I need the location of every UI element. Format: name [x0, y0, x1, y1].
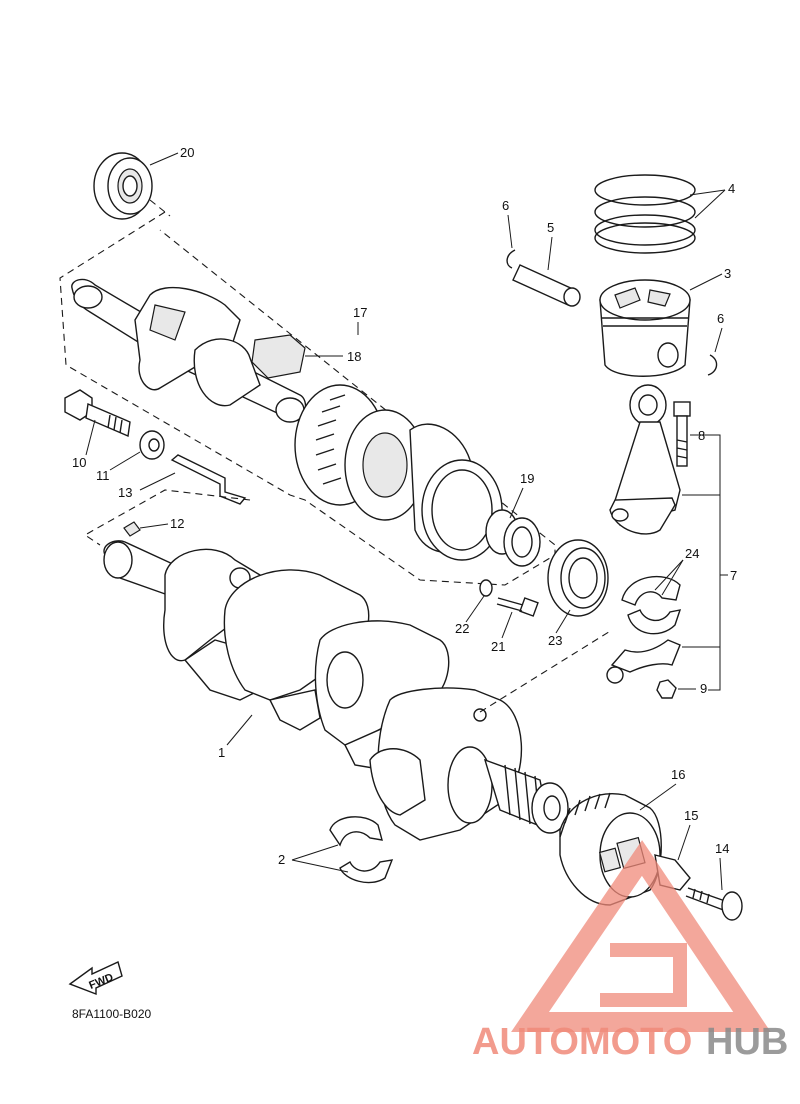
callout-14: 14 [715, 841, 729, 856]
part-plate-13 [170, 454, 247, 505]
watermark-text-primary: AUTOMOTO [472, 1021, 692, 1063]
callout-4: 4 [728, 181, 735, 196]
watermark-text-secondary: HUB [706, 1021, 788, 1063]
part-washer-22 [479, 579, 493, 597]
callout-12: 12 [170, 516, 184, 531]
callout-6b: 6 [717, 311, 724, 326]
callout-10: 10 [72, 455, 86, 470]
part-bolt-10 [64, 389, 131, 438]
part-rod-cap [606, 639, 681, 699]
callout-20: 20 [180, 145, 194, 160]
part-con-rod-7 [609, 384, 681, 535]
part-washer-11 [139, 430, 165, 460]
callout-19: 19 [520, 471, 534, 486]
diagram-code: 8FA1100-B020 [72, 1007, 151, 1021]
part-bolt-8 [673, 401, 691, 467]
dashed-group-17 [59, 211, 556, 586]
callout-16: 16 [671, 767, 685, 782]
part-crankshaft-1 [103, 540, 523, 841]
part-clip-6a [506, 249, 516, 269]
callout-1: 1 [218, 745, 225, 760]
part-piston-3 [599, 279, 691, 377]
part-nut-9 [656, 679, 677, 699]
callout-17: 17 [353, 305, 367, 320]
callout-23: 23 [548, 633, 562, 648]
callout-2: 2 [278, 852, 285, 867]
part-seal-23 [547, 539, 609, 617]
callout-18: 18 [347, 349, 361, 364]
part-bearing-20 [93, 152, 153, 220]
part-bolt-21 [496, 597, 539, 617]
callout-labels: 20 4 5 6 3 6 17 18 8 10 11 19 13 12 24 7… [72, 145, 737, 867]
part-bolt-14 [685, 887, 743, 921]
part-drive-gear [294, 384, 503, 561]
watermark-logo [511, 840, 771, 1032]
callout-3: 3 [724, 266, 731, 281]
callout-15: 15 [684, 808, 698, 823]
callout-7: 7 [730, 568, 737, 583]
part-bearing-2 [329, 816, 394, 884]
part-key-12 [123, 521, 141, 537]
callout-22: 22 [455, 621, 469, 636]
part-bearing-24 [621, 575, 682, 635]
callout-13: 13 [118, 485, 132, 500]
part-clip-6b [707, 354, 718, 376]
callout-6a: 6 [502, 198, 509, 213]
callout-21: 21 [491, 639, 505, 654]
callout-24: 24 [685, 546, 699, 561]
callout-11: 11 [96, 468, 110, 483]
part-crank-spline [483, 758, 569, 834]
callout-5: 5 [547, 220, 554, 235]
part-weight-18 [251, 334, 306, 379]
dashed-group-12 [83, 489, 251, 546]
fwd-arrow-icon: FWD [68, 961, 123, 996]
leader-lines [85, 152, 728, 891]
part-rings-4 [594, 174, 696, 254]
part-pin-5 [512, 264, 581, 307]
callout-9: 9 [700, 681, 707, 696]
